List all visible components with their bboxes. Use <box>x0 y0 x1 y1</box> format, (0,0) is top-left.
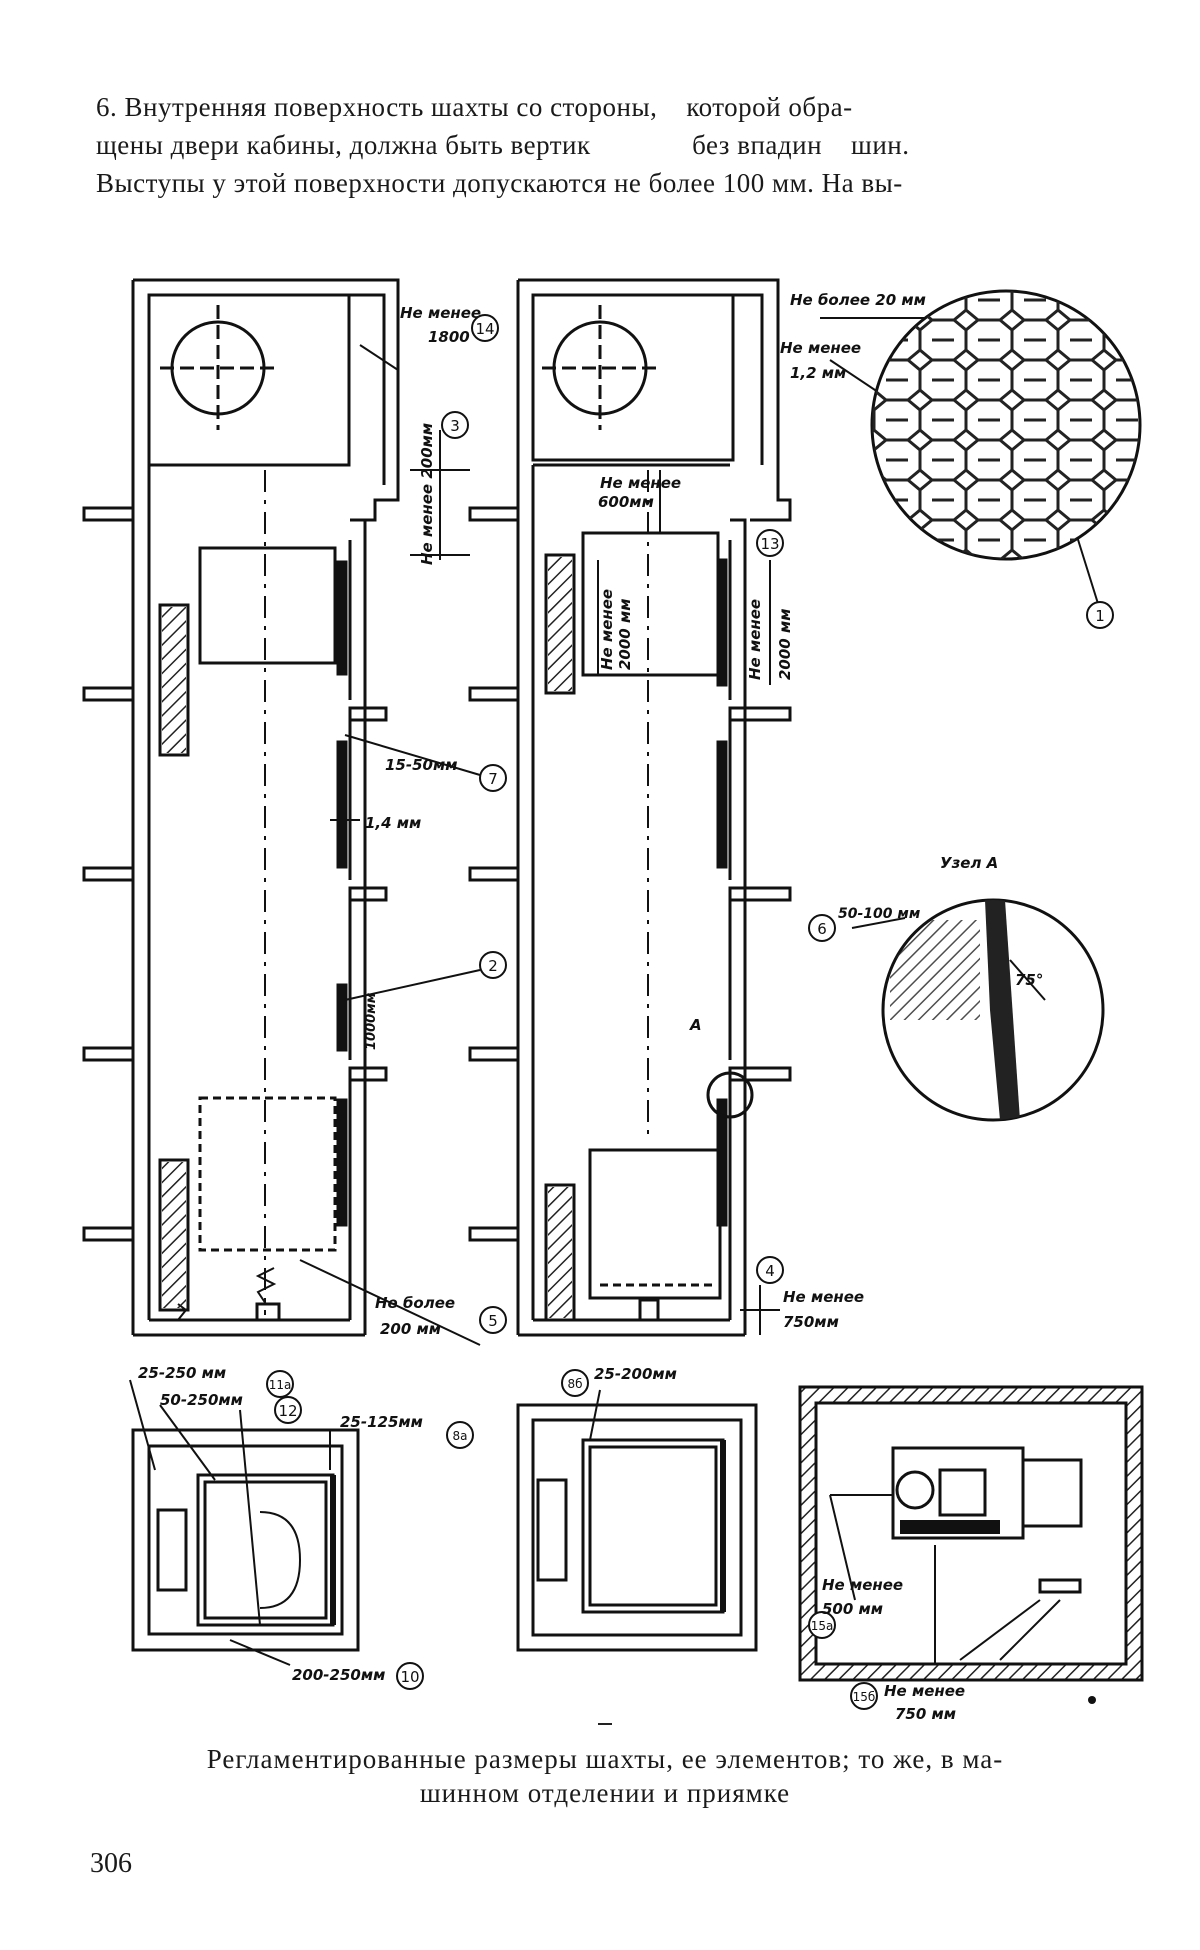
label-15b-text: Не менее <box>884 1682 965 1700</box>
label-600-text: Не менее <box>600 474 681 492</box>
label-6-value: 50-100 мм <box>838 906 920 922</box>
label-6-angle: 75° <box>1015 971 1043 989</box>
label-mesh-min-value: 1,2 мм <box>790 364 846 382</box>
label-14-text: Не менее <box>400 304 481 322</box>
callout-2: 2 <box>488 957 498 975</box>
callout-14: 14 <box>475 320 494 338</box>
callout-10: 10 <box>400 1668 419 1686</box>
label-door-height-value: 2000 мм <box>776 609 794 681</box>
middle-shaft-elevation <box>470 280 790 1335</box>
label-cab-height-text: Не менее <box>598 589 616 670</box>
callout-6: 6 <box>817 920 827 938</box>
callout-13: 13 <box>760 535 779 553</box>
node-a-title: Узел А <box>940 854 998 872</box>
callout-7: 7 <box>488 770 498 788</box>
label-14-value: 1800 <box>428 328 470 346</box>
label-a: А <box>689 1016 702 1034</box>
figure-caption: Регламентированные размеры шахты, ее эле… <box>90 1742 1120 1810</box>
callout-4: 4 <box>765 1262 775 1280</box>
label-10-value: 200-250мм <box>292 1666 385 1684</box>
label-7-value: 15-50мм <box>385 756 458 774</box>
label-5-value: 200 мм <box>380 1320 441 1338</box>
machine-room-plan <box>800 1387 1142 1680</box>
label-15a-value: 500 мм <box>822 1600 883 1618</box>
label-600-value: 600мм <box>598 493 654 511</box>
label-15a-text: Не менее <box>822 1576 903 1594</box>
label-12-value: 50-250мм <box>160 1391 243 1409</box>
label-cab-height-value: 2000 мм <box>616 599 634 671</box>
callout-15a: 15а <box>811 1619 834 1633</box>
label-mesh-min-text: Не менее <box>780 339 861 357</box>
mesh-detail <box>860 280 1160 580</box>
plan-view-middle <box>518 1390 756 1650</box>
callout-1: 1 <box>1095 607 1105 625</box>
counterweight-hatching-left <box>162 607 186 1308</box>
label-15b-value: 750 мм <box>895 1705 956 1723</box>
caption-dash <box>598 1723 612 1725</box>
ink-dot <box>1088 1696 1096 1704</box>
label-1-4mm: 1,4 мм <box>365 814 421 832</box>
callout-5: 5 <box>488 1312 498 1330</box>
counterweight-hatching-middle <box>548 557 572 1318</box>
label-3-text: Не менее 200мм <box>418 423 436 565</box>
node-a-detail <box>883 900 1103 1120</box>
label-8a-value: 25-125мм <box>340 1413 423 1431</box>
caption-line-2: шинном отделении и приямке <box>90 1776 1120 1810</box>
label-5-text: Не более <box>375 1294 455 1312</box>
label-4-value: 750мм <box>783 1313 839 1331</box>
plan-view-left <box>130 1380 358 1665</box>
callout-8a: 8а <box>453 1429 468 1443</box>
label-8b-value: 25-200мм <box>594 1365 677 1383</box>
callout-3: 3 <box>450 417 460 435</box>
callout-11a: 11а <box>269 1378 292 1392</box>
label-1000mm: 1000мм <box>364 992 379 1050</box>
label-4-text: Не менее <box>783 1288 864 1306</box>
caption-line-1: Регламентированные размеры шахты, ее эле… <box>90 1742 1120 1776</box>
page-number: 306 <box>90 1848 132 1880</box>
label-door-height-text: Не менее <box>746 599 764 680</box>
label-11a-value: 25-250 мм <box>138 1364 226 1382</box>
callout-8b: 8б <box>567 1377 582 1391</box>
left-shaft-elevation <box>84 280 398 1335</box>
label-mesh-max: Не более 20 мм <box>790 291 926 309</box>
callout-12: 12 <box>278 1402 297 1420</box>
callout-15b: 15б <box>853 1690 876 1704</box>
